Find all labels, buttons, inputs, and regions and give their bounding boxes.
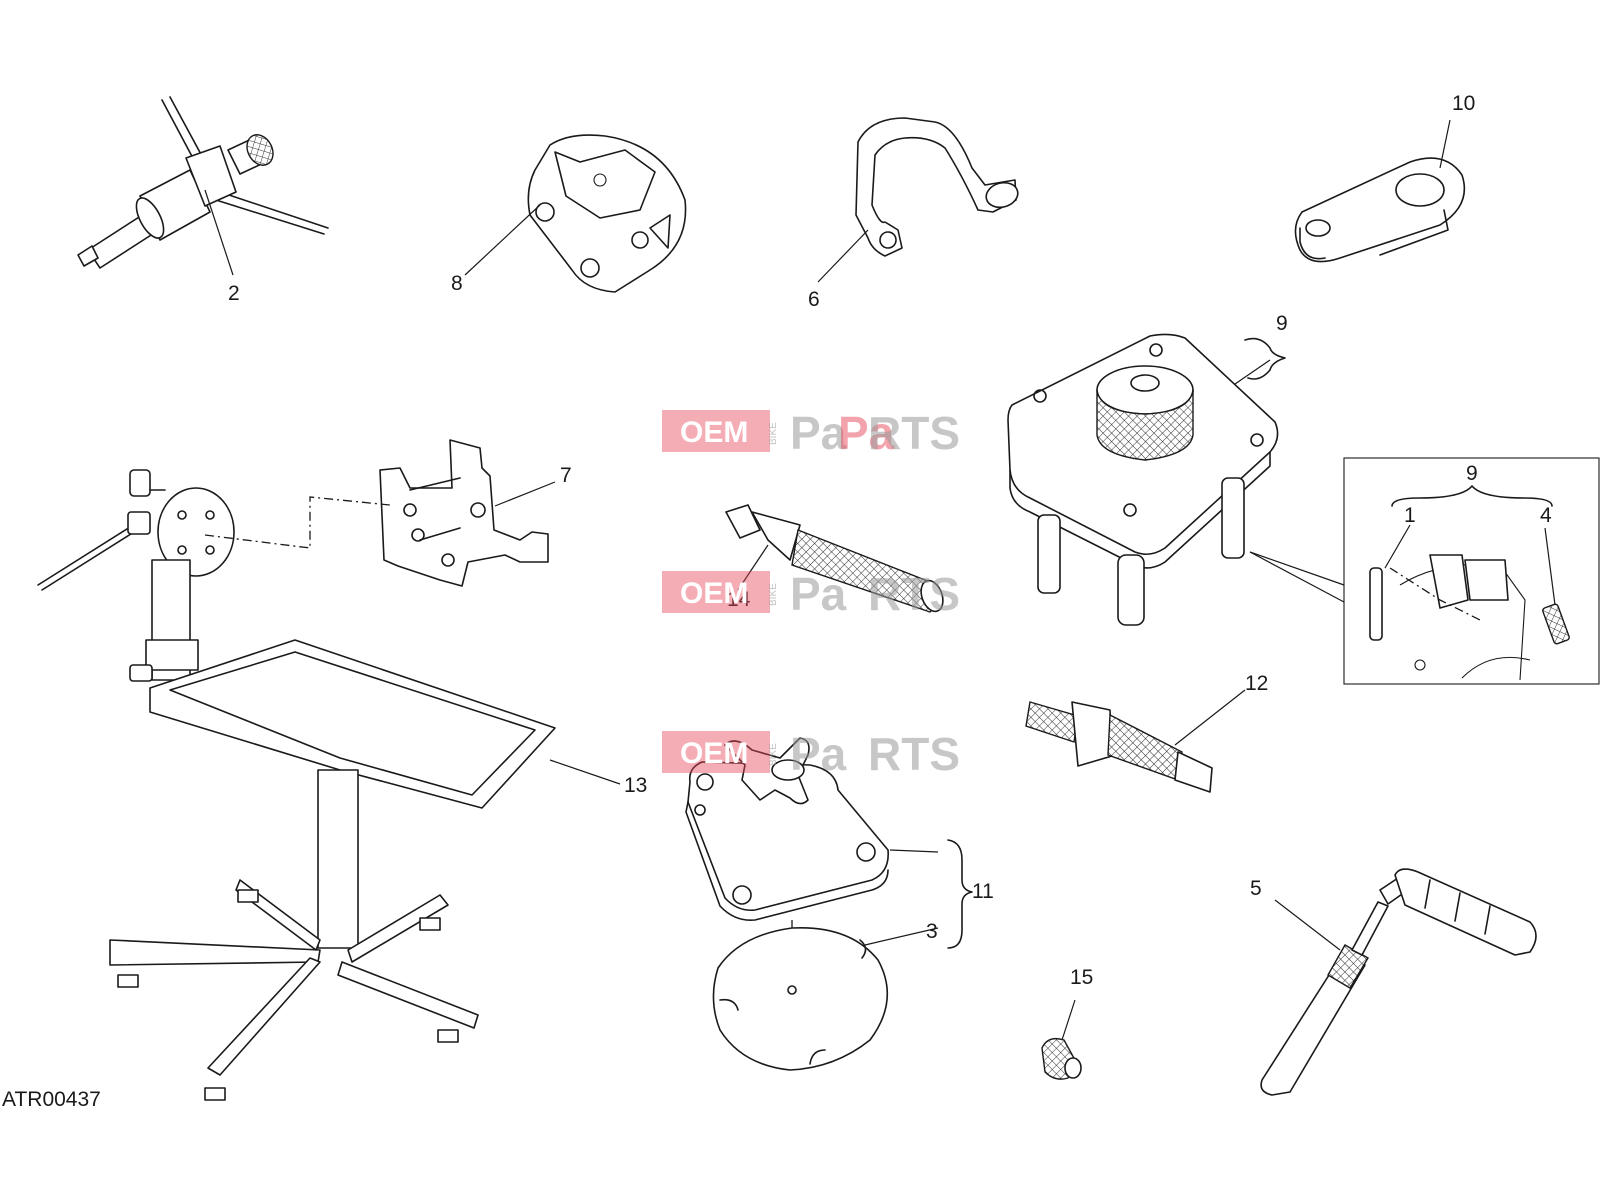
svg-text:RTS: RTS: [868, 407, 960, 459]
tool-8-ring-spanner: [527, 134, 687, 293]
label-7: 7: [560, 464, 572, 487]
label-5: 5: [1250, 877, 1262, 900]
label-9b: 9: [1466, 462, 1478, 485]
label-8: 8: [451, 272, 463, 295]
tool-3-disc: [712, 926, 889, 1071]
label-15: 15: [1070, 966, 1093, 989]
label-13: 13: [624, 774, 647, 797]
label-4: 4: [1540, 504, 1552, 527]
tool-6-hook-wrench: [855, 117, 1019, 257]
svg-text:OEM: OEM: [680, 737, 748, 770]
tool-10-eye-plate: [1294, 157, 1466, 263]
tool-15-knurled-nut: [1041, 1037, 1082, 1080]
tool-2-extractor: [77, 96, 329, 269]
centerline-7: [204, 496, 391, 549]
label-9a: 9: [1276, 312, 1288, 335]
label-10: 10: [1452, 92, 1475, 115]
label-2: 2: [228, 282, 240, 305]
svg-text:BIKE: BIKE: [768, 583, 779, 606]
svg-text:Pa: Pa: [790, 568, 847, 620]
watermark-3: OEM BIKE Pa RTS: [662, 728, 960, 780]
svg-text:Pa: Pa: [790, 407, 847, 459]
tool-12-threaded-puller: [1025, 701, 1213, 793]
watermark-1: OEM BIKE Pa Pa RTS: [662, 407, 960, 459]
tool-5-crank: [1260, 868, 1537, 1096]
tool-13-stand: [37, 469, 556, 1101]
svg-text:BIKE: BIKE: [768, 743, 779, 766]
svg-text:Pa: Pa: [838, 407, 895, 459]
svg-text:OEM: OEM: [680, 416, 748, 449]
svg-text:RTS: RTS: [868, 568, 960, 620]
label-12: 12: [1245, 672, 1268, 695]
detail-box-9: [1249, 457, 1600, 685]
label-14: 14: [727, 588, 751, 611]
svg-text:OEM: OEM: [680, 577, 748, 610]
svg-text:RTS: RTS: [868, 728, 960, 780]
brace-9: [1244, 337, 1286, 380]
svg-text:Pa: Pa: [790, 728, 847, 780]
tool-7-plate: [379, 439, 549, 587]
label-3: 3: [926, 920, 938, 943]
diagram-code: ATR00437: [2, 1088, 101, 1111]
tool-9-puller: [1007, 333, 1279, 626]
label-1: 1: [1404, 504, 1416, 527]
label-6: 6: [808, 288, 820, 311]
tool-14-drift: [725, 504, 944, 613]
brace-11: [947, 839, 973, 949]
brace-9-detail: [1391, 485, 1553, 507]
label-11: 11: [972, 880, 994, 903]
svg-text:BIKE: BIKE: [768, 422, 779, 445]
tool-11-holder: [685, 737, 889, 922]
watermark-2: OEM BIKE Pa RTS: [662, 568, 960, 620]
